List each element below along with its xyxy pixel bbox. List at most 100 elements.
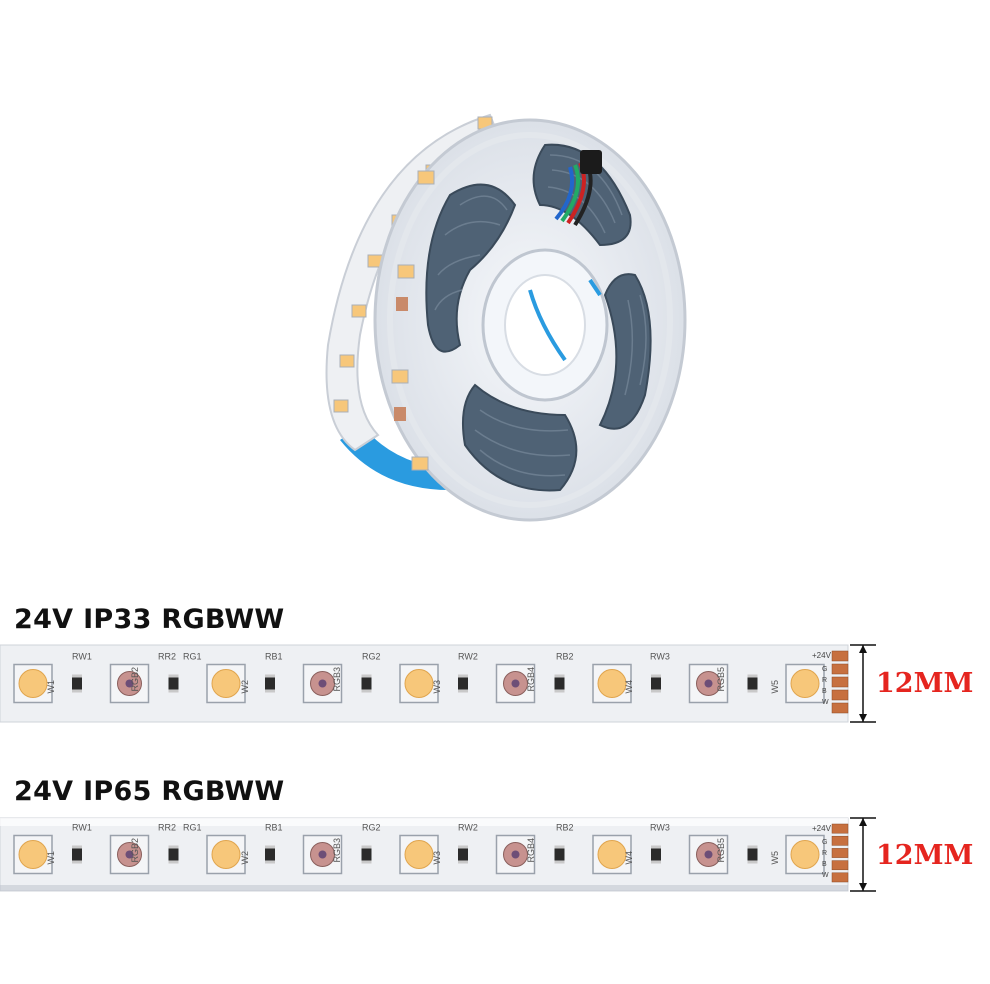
terminal-label: R: [822, 677, 827, 684]
resistor-cap: [747, 674, 758, 678]
width-label-ip33: 12MM: [876, 668, 974, 699]
resistor: [72, 845, 82, 864]
led-strip-reel-photo: [325, 113, 687, 522]
resistor: [265, 674, 275, 693]
silkscreen-label: RGB5: [716, 667, 726, 692]
terminal-label: R: [822, 850, 827, 857]
silkscreen-label: W1: [46, 851, 56, 865]
resistor-cap: [72, 845, 82, 849]
warm-white-led: [404, 840, 434, 869]
silkscreen-label: RGB2: [130, 667, 140, 692]
resistor-cap: [458, 674, 468, 678]
strip-title-ip33: 24V IP33 RGBWW: [14, 604, 285, 635]
copper-pad: [831, 860, 849, 871]
resistor-cap: [72, 674, 82, 678]
resistor-cap: [747, 860, 758, 864]
resistor-cap: [651, 845, 661, 849]
silkscreen-label: RW2: [458, 652, 478, 662]
terminal-label: B: [822, 861, 827, 868]
silkscreen-label: W3: [432, 851, 442, 865]
resistor-cap: [168, 689, 179, 693]
resistor-cap: [554, 689, 565, 693]
resistor: [168, 845, 179, 864]
resistor-cap: [265, 845, 275, 849]
silkscreen-label: RR2: [158, 823, 176, 833]
rgb-led-core: [125, 679, 134, 688]
resistor-cap: [361, 860, 372, 864]
silicone-highlight: [0, 818, 848, 826]
dimension-marker-ip65: [850, 817, 876, 892]
resistor-cap: [265, 860, 275, 864]
resistor-cap: [651, 860, 661, 864]
resistor-cap: [458, 845, 468, 849]
terminal-label: B: [822, 688, 827, 695]
silkscreen-label: RG1: [183, 652, 202, 662]
warm-white-led: [790, 840, 820, 869]
silkscreen-label: RB2: [556, 823, 574, 833]
resistor: [361, 845, 372, 864]
resistor-cap: [361, 845, 372, 849]
silkscreen-label: W5: [770, 851, 780, 865]
silkscreen-label: RG2: [362, 823, 381, 833]
silkscreen-label: RGB4: [526, 838, 536, 863]
silkscreen-label: RB1: [265, 652, 283, 662]
copper-pad: [831, 702, 849, 714]
resistor-cap: [651, 689, 661, 693]
dimension-marker-ip33: [850, 644, 876, 723]
rgb-led-core: [704, 850, 713, 859]
warm-white-led: [597, 669, 627, 698]
resistor-cap: [168, 860, 179, 864]
strip-title-ip65: 24V IP65 RGBWW: [14, 776, 285, 807]
resistor: [651, 674, 661, 693]
silkscreen-label: W4: [624, 680, 634, 694]
silkscreen-label: W2: [240, 851, 250, 865]
silkscreen-label: W4: [624, 851, 634, 865]
silkscreen-label: RGB3: [332, 838, 342, 863]
silkscreen-label: RW2: [458, 823, 478, 833]
resistor: [361, 674, 372, 693]
rgb-led-core: [704, 679, 713, 688]
rgb-led-housing: [495, 834, 536, 875]
terminal-label-24v: +24V: [812, 651, 832, 660]
resistor: [458, 845, 468, 864]
resistor: [651, 845, 661, 864]
terminal-label-24v: +24V: [812, 824, 832, 833]
rgb-led-core: [125, 850, 134, 859]
width-label-ip65: 12MM: [876, 840, 974, 871]
copper-pad: [831, 835, 849, 846]
silkscreen-label: RW1: [72, 652, 92, 662]
terminal-label: W: [822, 699, 829, 706]
resistor-cap: [554, 845, 565, 849]
silkscreen-label: RG2: [362, 652, 381, 662]
silkscreen-label: RW1: [72, 823, 92, 833]
warm-white-led: [211, 840, 241, 869]
silkscreen-label: W2: [240, 680, 250, 694]
resistor-cap: [168, 845, 179, 849]
rgb-led-core: [318, 850, 327, 859]
resistor-cap: [651, 674, 661, 678]
warm-white-led: [597, 840, 627, 869]
copper-pad: [831, 689, 849, 701]
resistor-cap: [554, 674, 565, 678]
resistor-cap: [361, 689, 372, 693]
silkscreen-label: RB2: [556, 652, 574, 662]
rgb-led-core: [511, 850, 520, 859]
silkscreen-label: RW3: [650, 823, 670, 833]
terminal-label: G: [822, 666, 827, 673]
resistor: [554, 845, 565, 864]
copper-pad: [831, 872, 849, 883]
silkscreen-label: RGB5: [716, 838, 726, 863]
silkscreen-label: RGB4: [526, 667, 536, 692]
warm-white-led: [211, 669, 241, 698]
resistor-cap: [747, 689, 758, 693]
copper-pad: [831, 663, 849, 675]
resistor-cap: [458, 860, 468, 864]
silkscreen-label: RR2: [158, 652, 176, 662]
resistor: [747, 845, 758, 864]
silkscreen-label: W1: [46, 680, 56, 694]
silkscreen-label: RB1: [265, 823, 283, 833]
silkscreen-label: RGB3: [332, 667, 342, 692]
rgb-led-core: [318, 679, 327, 688]
